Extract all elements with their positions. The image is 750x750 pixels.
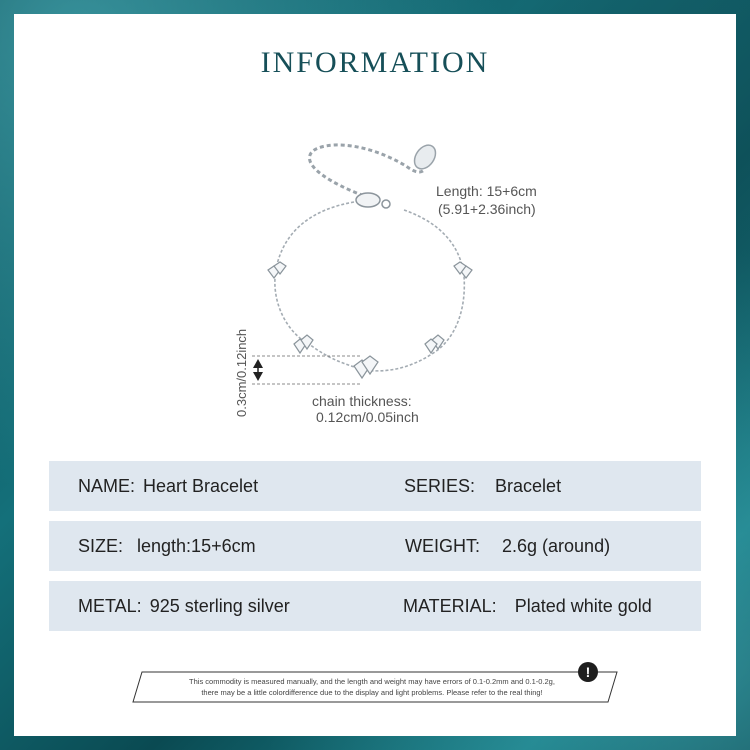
- size-value: length:15+6cm: [137, 536, 256, 556]
- disclaimer-box: This commodity is measured manually, and…: [132, 671, 618, 703]
- weight-value: 2.6g (around): [502, 536, 611, 556]
- length-label: Length: 15+6cm: [436, 183, 537, 199]
- bracelet-image: [252, 143, 473, 385]
- warning-icon: !: [578, 662, 598, 682]
- length-inch-label: (5.91+2.36inch): [438, 201, 536, 217]
- metal-value: 925 sterling silver: [149, 596, 290, 616]
- disclaimer-line-2: there may be a little colordifference du…: [201, 688, 543, 697]
- spec-row-name: NAME: Heart Bracelet SERIES: Bracelet: [49, 461, 701, 511]
- metal-label: METAL:: [78, 596, 142, 616]
- chain-thickness-label: chain thickness:: [312, 393, 412, 409]
- name-label: NAME:: [78, 476, 136, 496]
- charm-size-label: 0.3cm/0.12inch: [234, 328, 249, 417]
- material-label: MATERIAL:: [403, 596, 497, 616]
- material-value: Plated white gold: [514, 596, 652, 616]
- disclaimer-line-1: This commodity is measured manually, and…: [189, 677, 555, 686]
- name-value: Heart Bracelet: [143, 476, 259, 496]
- page-title: INFORMATION: [260, 46, 490, 79]
- disclaimer-frame: [132, 671, 618, 703]
- weight-label: WEIGHT:: [405, 536, 480, 556]
- series-value: Bracelet: [495, 476, 562, 496]
- chain-thickness-value: 0.12cm/0.05inch: [316, 409, 419, 425]
- info-panel: INFORMATION Length: 15+6cm (5.91+2.36inc…: [14, 14, 736, 736]
- series-label: SERIES:: [404, 476, 476, 496]
- spec-row-size: SIZE: length:15+6cm WEIGHT: 2.6g (around): [49, 521, 701, 571]
- spec-row-metal: METAL: 925 sterling silver MATERIAL: Plate…: [49, 581, 701, 631]
- size-label: SIZE:: [78, 536, 124, 556]
